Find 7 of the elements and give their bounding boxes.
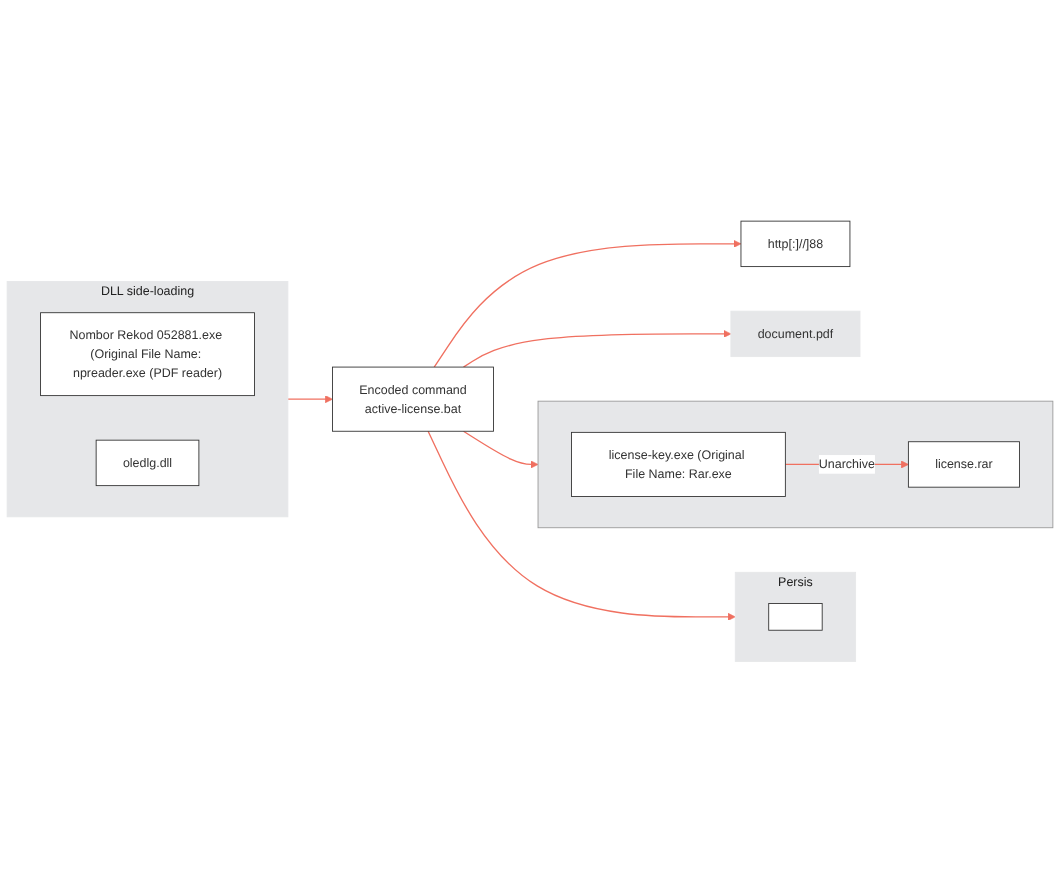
arrow <box>433 240 742 369</box>
arrow <box>462 431 539 470</box>
arrow <box>462 330 732 369</box>
cluster <box>537 401 1054 529</box>
node-box <box>768 603 823 632</box>
arrow <box>427 431 736 622</box>
arrow <box>287 395 333 404</box>
